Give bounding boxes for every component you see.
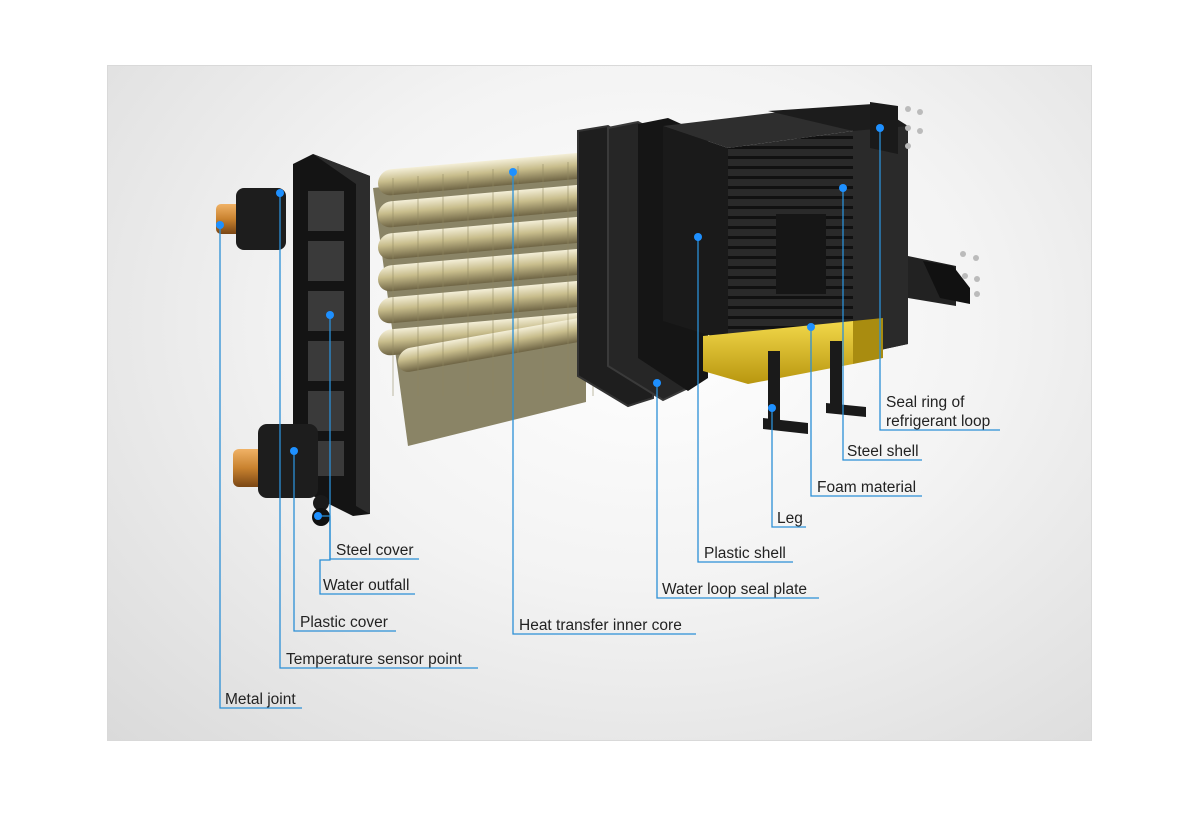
- leader-plastic-shell: [697, 237, 793, 563]
- label-seal-ring-line1: Seal ring of: [886, 394, 965, 411]
- leader-heat-transfer-inner-core: [512, 172, 696, 635]
- label-water-outfall: Water outfall: [323, 577, 410, 594]
- label-plastic-cover: Plastic cover: [300, 614, 388, 631]
- diagram-frame: [107, 65, 1092, 741]
- label-water-loop-seal-plate: Water loop seal plate: [662, 581, 808, 598]
- label-foam-material: Foam material: [817, 479, 917, 496]
- dot-temperature-sensor-point: [276, 189, 284, 197]
- label-heat-transfer-inner-core: Heat transfer inner core: [519, 617, 682, 634]
- dot-heat-transfer-core: [509, 168, 517, 176]
- dot-plastic-cover: [290, 447, 298, 455]
- label-leg: Leg: [777, 510, 803, 527]
- leader-seal-ring: [879, 128, 1000, 431]
- label-steel-shell: Steel shell: [847, 443, 919, 460]
- leader-water-outfall: [319, 315, 415, 595]
- metal-joint-bottom: [233, 424, 318, 498]
- plastic-shell-box: [663, 111, 853, 341]
- dot-water-outfall: [326, 311, 334, 319]
- dot-seal-ring: [876, 124, 884, 132]
- dot-water-loop-seal-plate: [653, 379, 661, 387]
- dot-foam-material: [807, 323, 815, 331]
- dot-steel-shell: [839, 184, 847, 192]
- label-seal-ring-line2: refrigerant loop: [886, 413, 991, 430]
- label-steel-cover: Steel cover: [336, 542, 414, 559]
- leader-plastic-cover: [293, 451, 396, 632]
- label-temperature-sensor-point: Temperature sensor point: [286, 651, 462, 668]
- seal-ring-plate-middle: [908, 251, 980, 306]
- exploded-view-illustration: [216, 102, 980, 526]
- leader-metal-joint: [219, 225, 302, 709]
- label-plastic-shell: Plastic shell: [704, 545, 786, 562]
- dot-plastic-shell: [694, 233, 702, 241]
- label-metal-joint: Metal joint: [225, 691, 296, 708]
- dot-steel-cover: [314, 512, 322, 520]
- dot-metal-joint: [216, 221, 224, 229]
- heat-transfer-core: [373, 148, 653, 446]
- leader-leg: [771, 408, 806, 528]
- leader-water-loop-seal-plate: [656, 383, 819, 599]
- leader-steel-shell: [842, 188, 922, 461]
- leader-temperature-sensor-point: [279, 193, 478, 669]
- dot-leg: [768, 404, 776, 412]
- legs: [763, 341, 866, 434]
- leader-foam-material: [810, 327, 922, 497]
